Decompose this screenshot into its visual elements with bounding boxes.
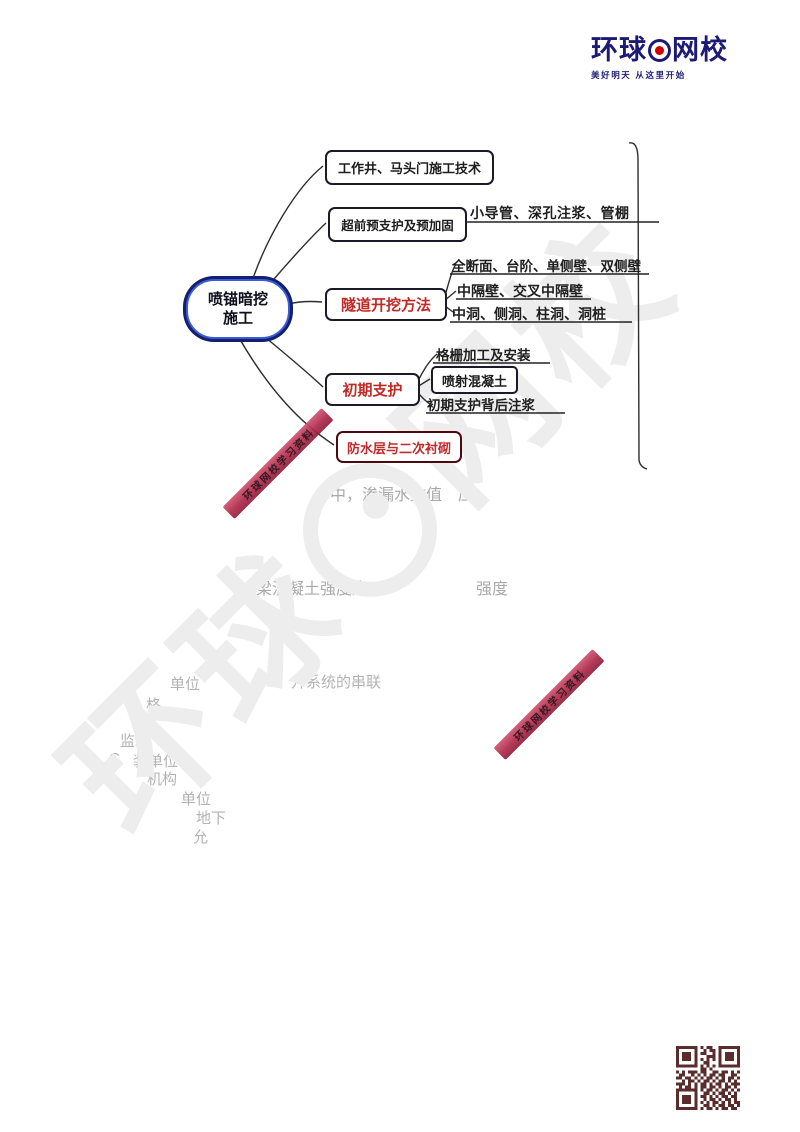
- leaf-excavation-row-2: 中隔壁、交叉中隔壁: [457, 283, 583, 299]
- ghost-line: 议: [132, 715, 148, 732]
- ghost-line: 允: [193, 829, 209, 846]
- leaf-advance-support-methods: 小导管、深孔注浆、管棚: [470, 205, 630, 221]
- ghost-line: 单位: [181, 791, 212, 808]
- site-logo: 环球网校 美好明天 从这里开始: [591, 37, 743, 81]
- leaf-grid-fabrication: 格栅加工及安装: [436, 348, 531, 363]
- branch-box-excavation-methods: 隧道开挖方法: [325, 288, 447, 321]
- ghost-line: 机构: [147, 771, 178, 788]
- leaf-back-grouting: 初期支护背后注浆: [427, 398, 535, 413]
- leaf-box-shotcrete: 喷射混凝土: [431, 366, 518, 394]
- branch-box-working-shaft: 工作井、马头门施工技术: [325, 150, 494, 185]
- ghost-line: 梁混凝土强度应: [256, 581, 369, 598]
- ghost-line: C: [109, 750, 120, 767]
- logo-brand: 环球网校: [591, 37, 743, 64]
- leaf-excavation-row-3: 中洞、侧洞、柱洞、洞桩: [452, 306, 606, 322]
- logo-text-right: 网校: [672, 35, 728, 65]
- root-label-line1: 喷锚暗挖: [207, 290, 268, 308]
- ghost-line: 监理: [120, 733, 151, 750]
- qr-code: [676, 1046, 740, 1110]
- ghost-line: 装单位: [133, 753, 179, 770]
- logo-text-left: 环球: [591, 35, 647, 65]
- branch-box-initial-support: 初期支护: [325, 373, 420, 406]
- root-label-line2: 施工: [222, 310, 253, 327]
- logo-slogan: 美好明天 从这里开始: [591, 70, 686, 80]
- branch-box-waterproof-lining: 防水层与二次衬砌: [336, 431, 462, 463]
- ghost-line: 强度: [476, 581, 509, 598]
- ghost-line: 地下: [196, 810, 227, 827]
- logo-globe-icon: [648, 39, 671, 62]
- ghost-line: 单位: [170, 676, 201, 693]
- leaf-excavation-row-1: 全断面、台阶、单侧壁、双侧壁: [452, 259, 641, 274]
- ghost-line: 格: [146, 697, 162, 714]
- ghost-line: 升系统的串联: [291, 674, 382, 691]
- branch-box-advance-support: 超前预支护及预加固: [328, 207, 467, 242]
